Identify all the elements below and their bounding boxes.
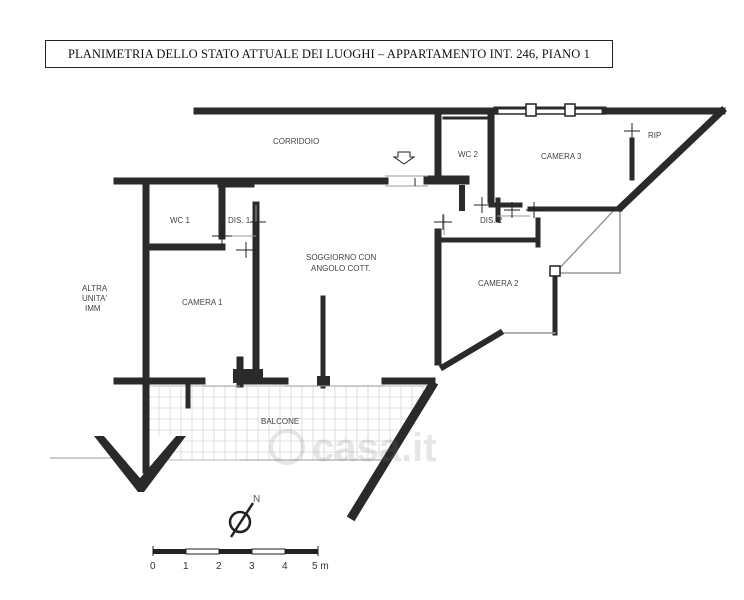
room-label-corridoio: CORRIDOIO [273,137,319,146]
scale-tick-4: 4 [282,561,288,572]
scale-tick-5: 5 m [312,561,329,572]
wall-wedge [94,436,186,492]
north-label: N [253,494,260,505]
north-arrow-icon: N [228,494,260,538]
room-label-wc2: WC 2 [458,150,479,159]
room-label-soggiorno-1: SOGGIORNO CON [306,253,376,262]
markers [212,123,640,258]
openings [202,175,530,387]
watermark-text: casa.it [312,426,437,470]
room-label-wc1: WC 1 [170,216,191,225]
scale-tick-2: 2 [216,561,222,572]
plan-title: PLANIMETRIA DELLO STATO ATTUALE DEI LUOG… [45,40,613,68]
entry-arrow-icon [392,151,416,165]
room-label-balcone: BALCONE [261,417,299,426]
scale-bar: 0 1 2 3 4 5 m [150,546,329,572]
room-label-rip: RIP [648,131,661,140]
balcony-floor [147,385,433,461]
room-label-dis2: DIS. 2 [480,216,503,225]
scale-tick-3: 3 [249,561,255,572]
room-label-altra-1: ALTRA [82,284,108,293]
room-label-soggiorno-2: ANGOLO COTT. [311,264,371,273]
room-label-camera3: CAMERA 3 [541,152,582,161]
room-label-camera2: CAMERA 2 [478,279,519,288]
walls [113,103,727,522]
room-label-altra-2: UNITA' [82,294,107,303]
room-label-dis1: DIS. 1 [228,216,251,225]
scale-tick-0: 0 [150,561,156,572]
scale-tick-1: 1 [183,561,189,572]
room-label-altra-3: IMM [85,304,101,313]
watermark: casa.it [269,426,437,470]
room-label-camera1: CAMERA 1 [182,298,223,307]
room-labels: CORRIDOIO WC 2 CAMERA 3 RIP WC 1 DIS. 1 … [82,131,661,426]
